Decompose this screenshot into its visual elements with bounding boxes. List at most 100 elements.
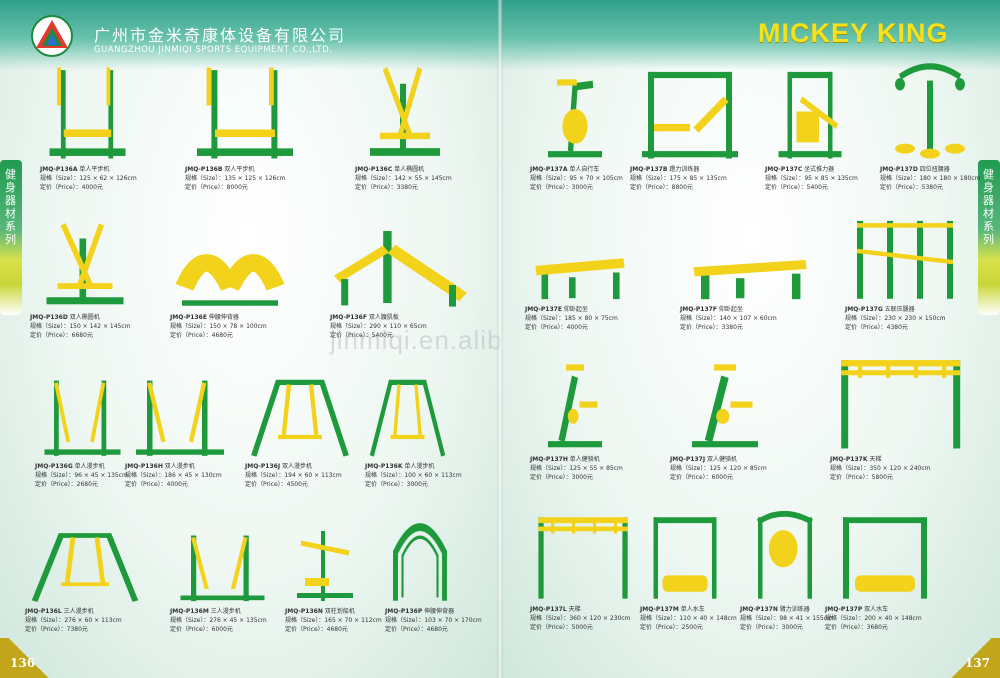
walker-icon <box>170 528 275 603</box>
product-caption: JMQ-P136K 单人漫步机规格（Size）：100 × 60 × 113cm… <box>365 462 462 489</box>
product-name: 四位扭腰器 <box>917 166 950 173</box>
product-code: JMQ-P137M <box>640 606 679 613</box>
product-price: 定价（Price）：6680元 <box>30 332 93 339</box>
walker-icon <box>35 372 130 458</box>
leg-stretch-bars-icon <box>845 212 965 301</box>
product-caption: JMQ-P136B 双人平步机规格（Size）：135 × 125 × 126c… <box>185 165 286 192</box>
product-name: 单人漫步机 <box>402 463 435 470</box>
product-price: 定价（Price）：3000元 <box>365 481 428 488</box>
product-title: JMQ-P136D 双人椭圆机 <box>30 313 131 322</box>
product-caption: JMQ-P136P 伸腰伸背器规格（Size）：103 × 70 × 170cm… <box>385 607 482 634</box>
air-walker-icon <box>40 60 135 161</box>
product-size: 规格（Size）：276 × 45 × 135cm <box>170 617 267 624</box>
product-code: JMQ-P137C <box>765 166 803 173</box>
product-size: 规格（Size）：95 × 70 × 105cm <box>530 175 623 182</box>
product-name: 臂力训练器 <box>777 606 810 613</box>
product-size: 规格（Size）：150 × 78 × 100cm <box>170 323 267 330</box>
product-size: 规格（Size）：186 × 45 × 130cm <box>125 472 222 479</box>
product-name: 单人健骑机 <box>567 456 600 463</box>
product-name: 双人健骑机 <box>705 456 737 463</box>
product-price: 定价（Price）：4680元 <box>385 626 448 633</box>
product-caption: JMQ-P136L 三人漫步机规格（Size）：276 × 60 × 113cm… <box>25 607 122 634</box>
product-title: JMQ-P136L 三人漫步机 <box>25 607 122 616</box>
product-caption: JMQ-P136M 三人漫步机规格（Size）：276 × 45 × 135cm… <box>170 607 267 634</box>
product-price: 定价（Price）：4380元 <box>845 324 908 331</box>
product-name: 双人腹肌板 <box>366 314 399 321</box>
product-caption: JMQ-P136A 单人平步机规格（Size）：125 × 62 × 126cm… <box>40 165 137 192</box>
product-name: 天梯 <box>566 606 581 613</box>
product-name: 单人椭圆机 <box>392 166 425 173</box>
product-price: 定价（Price）：3000元 <box>530 184 593 191</box>
product-name: 仰卧起坐 <box>561 306 588 313</box>
product-caption: JMQ-P137G 五联压腿器规格（Size）：230 × 230 × 150c… <box>845 305 946 332</box>
leg-press-icon <box>630 62 750 161</box>
product-price: 定价（Price）：6000元 <box>670 474 733 481</box>
company-logo-icon <box>31 15 73 57</box>
product-title: JMQ-P137K 天梯 <box>830 455 931 464</box>
product-price: 定价（Price）：4000元 <box>40 184 103 191</box>
product-size: 规格（Size）：135 × 125 × 126cm <box>185 175 286 182</box>
product-title: JMQ-P136M 三人漫步机 <box>170 607 267 616</box>
product-name: 仰卧起坐 <box>716 306 743 313</box>
product-size: 规格（Size）：96 × 45 × 135cm <box>35 472 128 479</box>
product-name: 坐式推力器 <box>802 166 835 173</box>
swing-walker-icon <box>25 528 145 603</box>
product-title: JMQ-P137A 单人自行车 <box>530 165 623 174</box>
rider-icon <box>530 352 620 451</box>
product-title: JMQ-P137P 双人水车 <box>825 605 922 614</box>
watermark: jinmiqi.en.alibaba.com <box>330 325 500 355</box>
elliptical-icon <box>355 58 455 161</box>
product-code: JMQ-P136F <box>330 314 367 321</box>
product-name: 伸腰伸背器 <box>422 608 455 615</box>
product-size: 规格（Size）：142 × 55 × 145cm <box>355 175 452 182</box>
product-price: 定价（Price）：8000元 <box>185 184 248 191</box>
section-tab-right: 健身器材系列 <box>978 160 1000 315</box>
swing-walker-icon <box>365 374 450 458</box>
product-code: JMQ-P137G <box>845 306 883 313</box>
product-size: 规格（Size）：175 × 85 × 135cm <box>630 175 727 182</box>
product-code: JMQ-P136L <box>25 608 62 615</box>
header-band <box>0 0 500 70</box>
product-title: JMQ-P137B 蹬力训练器 <box>630 165 727 174</box>
product-size: 规格（Size）：165 × 70 × 112cm <box>285 617 382 624</box>
product-size: 规格（Size）：194 × 60 × 113cm <box>245 472 342 479</box>
product-size: 规格（Size）：290 × 110 × 65cm <box>330 323 427 330</box>
product-price: 定价（Price）：4680元 <box>285 626 348 633</box>
product-price: 定价（Price）：3380元 <box>355 184 418 191</box>
product-code: JMQ-P137F <box>680 306 717 313</box>
product-name: 三人漫步机 <box>61 608 94 615</box>
product-name: 蹬力训练器 <box>667 166 700 173</box>
product-price: 定价（Price）：3000元 <box>740 624 803 631</box>
product-caption: JMQ-P136H 双人漫步机规格（Size）：186 × 45 × 130cm… <box>125 462 222 489</box>
product-name: 双人平步机 <box>222 166 255 173</box>
product-name: 单人平步机 <box>77 166 110 173</box>
elliptical-icon <box>30 215 140 309</box>
right-page: MICKEY KING 健身器材系列 137 <box>500 0 1000 678</box>
product-name: 天梯 <box>867 456 882 463</box>
product-caption: JMQ-P137B 蹬力训练器规格（Size）：175 × 85 × 135cm… <box>630 165 727 192</box>
product-code: JMQ-P136B <box>185 166 223 173</box>
bicycle-icon <box>530 62 620 161</box>
book-spine <box>497 0 503 678</box>
product-caption: JMQ-P137A 单人自行车规格（Size）：95 × 70 × 105cm 定… <box>530 165 623 192</box>
product-title: JMQ-P136E 伸腰伸背器 <box>170 313 267 322</box>
product-size: 规格（Size）：150 × 142 × 145cm <box>30 323 131 330</box>
product-size: 规格（Size）：185 × 80 × 75cm <box>525 315 618 322</box>
product-caption: JMQ-P136J 双人漫步机规格（Size）：194 × 60 × 113cm… <box>245 462 342 489</box>
left-page: 广州市金米奇康体设备有限公司 GUANGZHOU JINMIQI SPORTS … <box>0 0 500 678</box>
product-code: JMQ-P137J <box>670 456 706 463</box>
product-title: JMQ-P136F 双人腹肌板 <box>330 313 427 322</box>
product-size: 规格（Size）：100 × 60 × 113cm <box>365 472 462 479</box>
product-code: JMQ-P136A <box>40 166 78 173</box>
monkey-bars-icon <box>530 508 635 601</box>
product-size: 规格（Size）：110 × 40 × 148cm <box>640 615 737 622</box>
product-size: 规格（Size）：360 × 120 × 230cm <box>530 615 631 622</box>
product-code: JMQ-P137H <box>530 456 568 463</box>
product-name: 单人自行车 <box>567 166 600 173</box>
